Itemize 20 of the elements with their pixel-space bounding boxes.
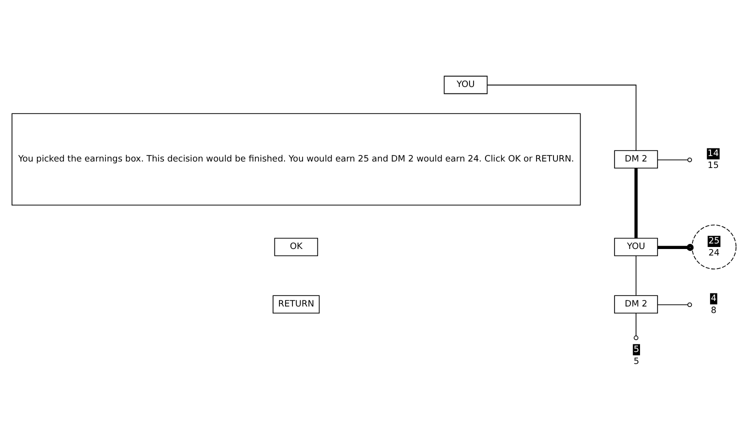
connector — [657, 302, 692, 308]
node-label: 5 — [634, 356, 640, 367]
node-box: You picked the earnings box. This decision would be finished. You would earn 25 and DM 2 would earn 24. Click OK or RETURN. — [12, 113, 581, 206]
connector — [634, 168, 638, 238]
node-box: YOU — [444, 76, 488, 94]
node-box: DM 2 — [614, 150, 658, 169]
node-box: 4 — [710, 293, 718, 304]
node-label: 15 — [708, 160, 719, 171]
node-label: 8 — [710, 306, 716, 316]
node-box: OK — [274, 238, 318, 256]
node-box: 14 — [706, 148, 720, 160]
node-box: 5 — [632, 344, 640, 356]
node-box: DM 2 — [614, 295, 658, 314]
node-circle: 25 24 — [692, 224, 736, 270]
connector — [658, 244, 694, 251]
connector — [657, 158, 692, 162]
connector — [486, 84, 636, 151]
node-box: RETURN — [272, 295, 320, 314]
node-box: YOU — [614, 238, 658, 256]
connector — [634, 312, 638, 340]
